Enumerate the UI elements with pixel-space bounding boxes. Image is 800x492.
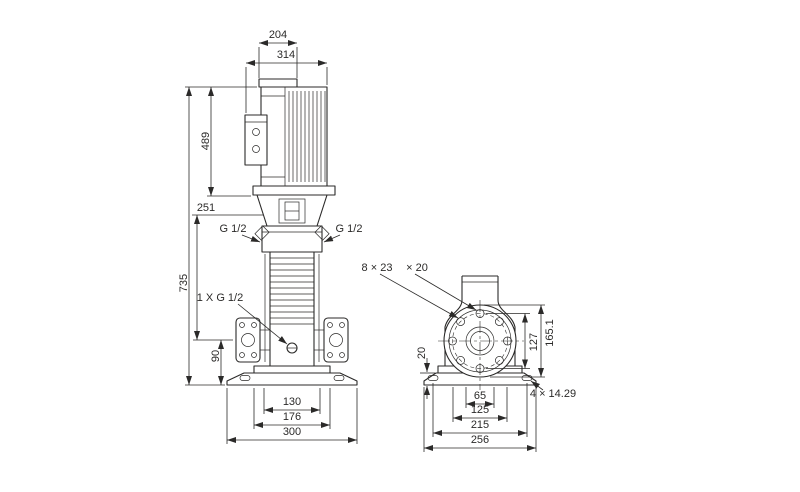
dim-label-20: 20 xyxy=(416,347,428,359)
dim-label-204: 204 xyxy=(269,29,287,41)
drain-plug-label: 1 X G 1/2 xyxy=(197,292,243,304)
port-flanges xyxy=(235,317,349,363)
front-view: 204 314 489 251 735 90 G 1/2 G 1 xyxy=(178,29,362,444)
side-base-slot-left xyxy=(427,375,439,381)
flange-left xyxy=(235,317,261,363)
front-base xyxy=(226,365,358,386)
head-block xyxy=(261,225,323,253)
dim-label-165-1: 165.1 xyxy=(544,319,556,347)
dim-label-314: 314 xyxy=(277,49,295,61)
front-dimensions-bottom: 130 176 300 xyxy=(226,388,358,444)
dim-label-125: 125 xyxy=(471,404,489,416)
port-label-left: G 1/2 xyxy=(220,223,247,235)
front-dimensions-left: 489 251 735 90 xyxy=(178,86,263,386)
base-slot-right xyxy=(333,375,345,381)
dim-label-256: 256 xyxy=(471,434,489,446)
dim-label-251: 251 xyxy=(197,202,215,214)
dim-label-65: 65 xyxy=(474,390,486,402)
motor xyxy=(244,78,336,196)
front-dimensions-top: 204 314 xyxy=(245,29,328,113)
flange-holes-label: 8 × 23 xyxy=(362,262,393,274)
coupling-window xyxy=(278,198,306,224)
base-foot xyxy=(226,372,358,386)
flange-hole-depth-label: × 20 xyxy=(406,262,428,274)
dim-label-130: 130 xyxy=(283,396,301,408)
housing-right-edge xyxy=(497,299,516,366)
base-plate xyxy=(253,365,331,374)
side-view: 8 × 23 × 20 20 127 165.1 4 × 14.29 65 xyxy=(362,262,577,452)
dim-label-489: 489 xyxy=(200,132,212,150)
chamber-stack xyxy=(264,251,320,367)
motor-body xyxy=(260,86,328,187)
dim-label-215: 215 xyxy=(471,419,489,431)
dim-label-300: 300 xyxy=(283,426,301,438)
port-label-right: G 1/2 xyxy=(336,223,363,235)
terminal-box xyxy=(244,114,268,166)
terminal-box-gland xyxy=(252,145,260,153)
motor-flange xyxy=(252,185,336,196)
motor-fins xyxy=(288,91,326,182)
side-annotations: 8 × 23 × 20 20 127 165.1 4 × 14.29 xyxy=(362,262,577,400)
flange-face xyxy=(438,300,524,390)
dim-label-90: 90 xyxy=(210,350,222,362)
pump-head xyxy=(254,194,330,253)
dim-label-735: 735 xyxy=(178,274,190,292)
side-dimensions-bottom: 65 125 215 256 xyxy=(423,383,537,452)
flange-right xyxy=(323,317,349,363)
base-slot-left xyxy=(239,375,251,381)
side-base-slot-right xyxy=(521,375,533,381)
base-holes-label: 4 × 14.29 xyxy=(530,388,576,400)
terminal-box-gland xyxy=(252,128,260,136)
motor-cap xyxy=(258,78,298,88)
motor-stool xyxy=(256,194,328,227)
dim-label-127: 127 xyxy=(528,333,540,351)
port-labels: G 1/2 G 1/2 1 X G 1/2 xyxy=(197,223,363,345)
dim-label-176: 176 xyxy=(283,411,301,423)
